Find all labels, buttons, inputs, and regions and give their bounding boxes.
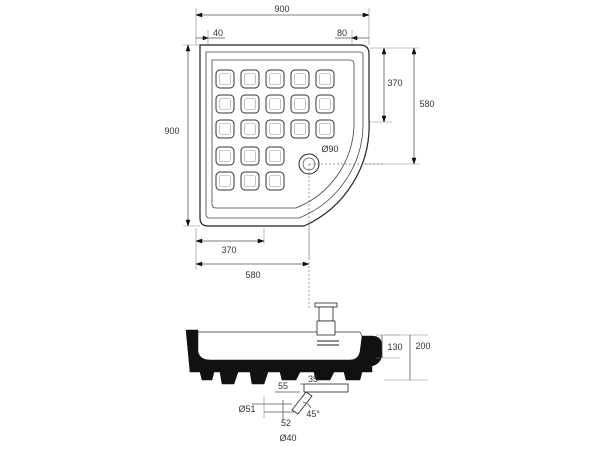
- angle-45-label: 45°: [306, 409, 320, 419]
- dim-d51: Ø51: [238, 403, 292, 414]
- anti-slip-pad-inner: [244, 175, 256, 187]
- dim-55-label: 55: [278, 381, 288, 391]
- dim-35-label: 35: [308, 374, 318, 384]
- anti-slip-pad: [215, 69, 235, 89]
- anti-slip-pad-inner: [294, 73, 306, 85]
- anti-slip-pad: [265, 69, 285, 89]
- drain-trap: [303, 383, 349, 393]
- dim-d40-label: Ø40: [279, 433, 296, 443]
- anti-slip-pad: [240, 69, 260, 89]
- anti-slip-pad: [315, 119, 335, 139]
- anti-slip-pad-inner: [219, 98, 231, 110]
- tray-cross-section: [185, 329, 383, 385]
- anti-slip-pad-inner: [294, 123, 306, 135]
- tray-inner-rim: [205, 51, 364, 219]
- dim-left-total-label: 900: [164, 126, 179, 136]
- dim-d51-label: Ø51: [238, 404, 255, 414]
- anti-slip-pad-inner: [219, 73, 231, 85]
- section-view: 130 200 35 55 52 Ø51 Ø40: [185, 302, 431, 443]
- anti-slip-pad-inner: [269, 175, 281, 187]
- dim-top-total-label: 900: [274, 4, 289, 14]
- anti-slip-pad-grid: [215, 69, 335, 191]
- dim-bottom-large-label: 580: [245, 270, 260, 280]
- anti-slip-pad-inner: [244, 73, 256, 85]
- dim-55: 55: [275, 381, 300, 393]
- dim-right-small-label: 370: [387, 78, 402, 88]
- drain-assembly: [291, 302, 349, 415]
- drain-body-upper: [316, 320, 336, 336]
- anti-slip-pad-inner: [319, 98, 331, 110]
- dim-52: 52: [281, 400, 291, 428]
- anti-slip-pad: [265, 119, 285, 139]
- dim-top-left-label: 40: [213, 28, 223, 38]
- anti-slip-pad-inner: [294, 98, 306, 110]
- dim-bottom-small: 370: [195, 228, 265, 270]
- anti-slip-pad-inner: [244, 150, 256, 162]
- anti-slip-pad-inner: [219, 175, 231, 187]
- anti-slip-pad-inner: [269, 123, 281, 135]
- dim-200: 200: [384, 334, 431, 381]
- anti-slip-pad: [265, 146, 285, 166]
- anti-slip-pad-inner: [319, 123, 331, 135]
- anti-slip-pad: [240, 119, 260, 139]
- anti-slip-pad: [240, 94, 260, 114]
- anti-slip-pad: [215, 146, 235, 166]
- anti-slip-pad: [215, 119, 235, 139]
- drain-diameter-label: Ø90: [321, 144, 338, 154]
- anti-slip-pad: [290, 119, 310, 139]
- dim-130-label: 130: [387, 342, 402, 352]
- anti-slip-pad: [290, 94, 310, 114]
- anti-slip-pad-inner: [219, 123, 231, 135]
- dim-bottom-small-label: 370: [221, 245, 236, 255]
- anti-slip-pad-inner: [269, 150, 281, 162]
- dim-top-total: 900: [195, 4, 370, 45]
- anti-slip-pad: [215, 94, 235, 114]
- anti-slip-pad-inner: [244, 98, 256, 110]
- dim-d40: Ø40: [263, 396, 297, 443]
- tray-basin: [211, 59, 355, 209]
- anti-slip-pad: [290, 69, 310, 89]
- tray-top-surface: [198, 331, 363, 337]
- drain-strainer: [318, 306, 334, 322]
- anti-slip-pad-inner: [319, 73, 331, 85]
- anti-slip-pad: [240, 171, 260, 191]
- dim-bottom-large: 580: [195, 261, 310, 280]
- drain-outlet-pipe: [291, 391, 313, 415]
- anti-slip-pad: [265, 94, 285, 114]
- anti-slip-pad: [240, 146, 260, 166]
- dim-right-small: 370: [368, 47, 420, 123]
- drain-cap: [314, 302, 338, 308]
- dim-right-large-label: 580: [419, 99, 434, 109]
- angle-45: 45°: [302, 401, 320, 419]
- dim-top-right-label: 80: [337, 28, 347, 38]
- dim-35: 35: [300, 374, 322, 385]
- dim-left-total: 900: [164, 44, 200, 227]
- anti-slip-pad: [215, 171, 235, 191]
- anti-slip-pad: [315, 94, 335, 114]
- dim-52-label: 52: [281, 418, 291, 428]
- anti-slip-pad: [265, 171, 285, 191]
- anti-slip-pad-inner: [244, 123, 256, 135]
- anti-slip-pad-inner: [269, 73, 281, 85]
- dim-200-label: 200: [415, 341, 430, 351]
- anti-slip-pad: [315, 69, 335, 89]
- plan-view: 900 40 80 900: [164, 4, 435, 310]
- anti-slip-pad-inner: [269, 98, 281, 110]
- anti-slip-pad-inner: [219, 150, 231, 162]
